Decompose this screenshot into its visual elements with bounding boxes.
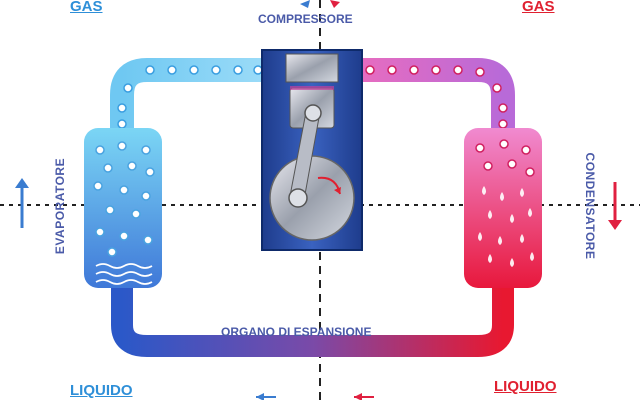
- compressor-cylinder-head: [285, 53, 339, 83]
- compressor-unit: [261, 49, 363, 251]
- arrow-down-icon: [608, 182, 622, 230]
- flow-arrow-bottom-left: [256, 393, 276, 400]
- gas-bubbles-hot: [365, 65, 508, 129]
- flow-arrow-top-left: [300, 0, 310, 8]
- condenser-bubbles: [475, 139, 535, 177]
- label-condenser: CONDENSATORE: [583, 152, 597, 260]
- pipe-gas-cold: [110, 58, 268, 135]
- condenser-tank: [464, 128, 542, 288]
- compressor-flywheel: [269, 155, 355, 241]
- gas-bubbles-cold: [117, 65, 263, 129]
- arrow-up-icon: [15, 178, 29, 228]
- flow-arrow-top-right: [330, 0, 340, 8]
- label-gas-right: GAS: [522, 0, 555, 15]
- flow-arrow-bottom-right: [354, 393, 374, 400]
- label-compressor: COMPRESSORE: [258, 12, 353, 26]
- label-evaporator: EVAPORATORE: [53, 157, 67, 255]
- pipe-liquid: [111, 278, 514, 357]
- label-gas-left: GAS: [70, 0, 103, 15]
- condenser-droplets: [478, 186, 534, 267]
- label-expansion: ORGANO DI ESPANSIONE: [221, 325, 372, 339]
- label-liquid-left: LIQUIDO: [70, 382, 133, 399]
- evaporator-bubbles: [93, 141, 155, 257]
- label-liquid-right: LIQUIDO: [494, 378, 557, 395]
- pipe-gas-hot: [360, 58, 515, 135]
- evaporator-liquid-waves: [95, 263, 153, 285]
